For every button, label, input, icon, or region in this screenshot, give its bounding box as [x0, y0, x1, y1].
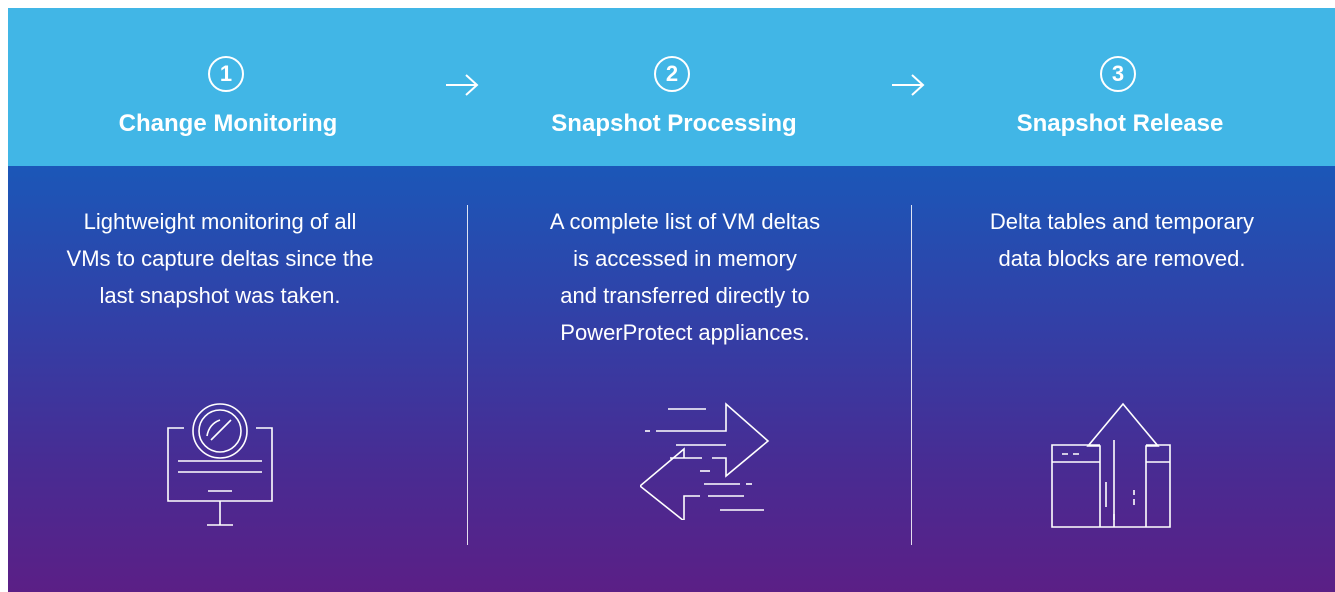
step-1-description: Lightweight monitoring of all VMs to cap… — [0, 203, 440, 314]
step-1-header: 1 Change Monitoring — [8, 8, 448, 166]
step-3-description: Delta tables and temporary data blocks a… — [902, 203, 1335, 277]
step-1-title: Change Monitoring — [118, 110, 338, 137]
step-3-number: 3 — [1100, 56, 1136, 92]
step-2-number: 2 — [654, 56, 690, 92]
step-3-title: Snapshot Release — [1016, 110, 1224, 137]
step-2-desc-line: A complete list of VM deltas — [549, 209, 821, 234]
step-1-desc-line: VMs to capture deltas since the — [66, 246, 374, 271]
step-2-title: Snapshot Processing — [551, 110, 797, 137]
arrow-right-icon — [892, 74, 925, 96]
step-2-description: A complete list of VM deltas is accessed… — [465, 203, 905, 351]
step-1-desc-line: Lightweight monitoring of all — [83, 209, 357, 234]
step-2-desc-line: and transferred directly to — [560, 283, 810, 308]
step-1-desc-line: last snapshot was taken. — [99, 283, 341, 308]
arrow-right-icon — [446, 74, 479, 96]
steps-header: 1 Change Monitoring 2 Snapshot Processin… — [8, 8, 1335, 166]
step-2-desc-line: PowerProtect appliances. — [560, 320, 810, 345]
step-3-desc-line: data blocks are removed. — [998, 246, 1246, 271]
step-3-header: 3 Snapshot Release — [900, 8, 1335, 166]
transfer-arrows-icon — [640, 402, 770, 520]
process-panel: 1 Change Monitoring 2 Snapshot Processin… — [8, 8, 1335, 592]
step-1-number: 1 — [208, 56, 244, 92]
column-divider — [467, 205, 468, 545]
monitor-gauge-icon — [167, 403, 273, 526]
step-3-desc-line: Delta tables and temporary — [989, 209, 1255, 234]
step-2-header: 2 Snapshot Processing — [454, 8, 894, 166]
column-divider — [911, 205, 912, 545]
window-upload-icon — [1051, 402, 1171, 528]
step-2-desc-line: is accessed in memory — [573, 246, 797, 271]
